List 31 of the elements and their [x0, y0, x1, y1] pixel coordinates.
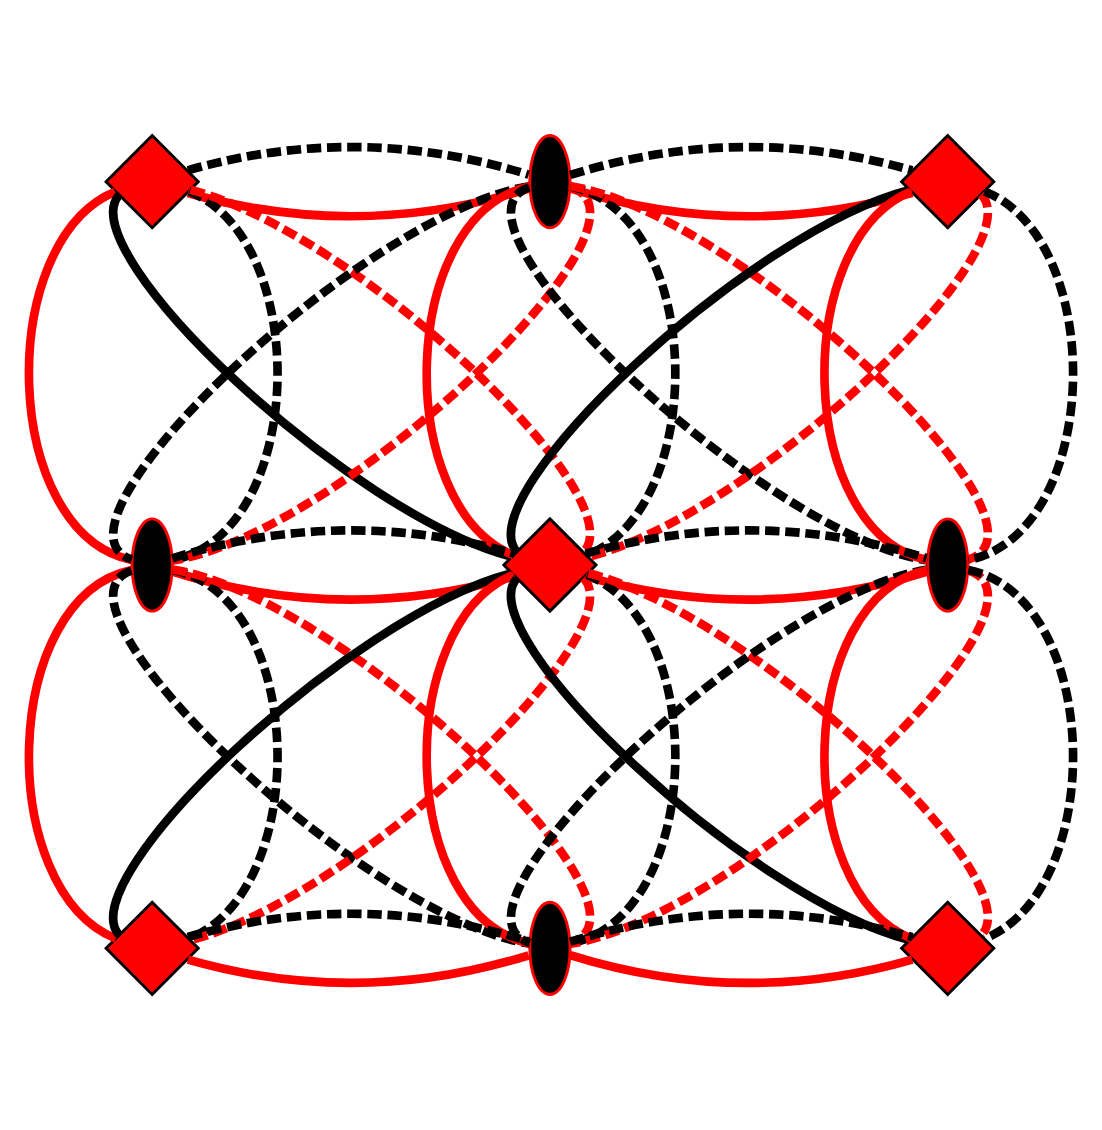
node-diamond — [899, 900, 996, 997]
connector — [568, 909, 914, 946]
connector — [186, 951, 530, 988]
connector — [568, 182, 680, 559]
connector — [171, 526, 516, 563]
connector — [966, 565, 1078, 943]
node-ellipse — [130, 517, 174, 613]
connector — [186, 184, 530, 221]
node-ellipse — [528, 900, 572, 996]
connector — [171, 565, 282, 943]
connector — [24, 565, 134, 943]
node-diamond — [104, 900, 201, 997]
node-diamond — [501, 516, 599, 614]
connector — [820, 565, 930, 943]
node-ellipse — [926, 517, 970, 613]
connector — [422, 182, 532, 559]
connector — [186, 142, 530, 179]
connector — [24, 188, 134, 565]
node-ellipse — [528, 134, 572, 230]
connector — [171, 567, 516, 604]
connector — [568, 950, 914, 988]
node-diamond — [104, 133, 201, 230]
connector — [568, 184, 914, 221]
node-diamond — [899, 133, 996, 230]
connector — [820, 188, 929, 565]
connector — [584, 567, 928, 604]
connector — [186, 909, 530, 946]
connector — [422, 571, 532, 948]
connector — [584, 526, 928, 563]
connector — [966, 187, 1078, 565]
connector — [568, 142, 914, 180]
